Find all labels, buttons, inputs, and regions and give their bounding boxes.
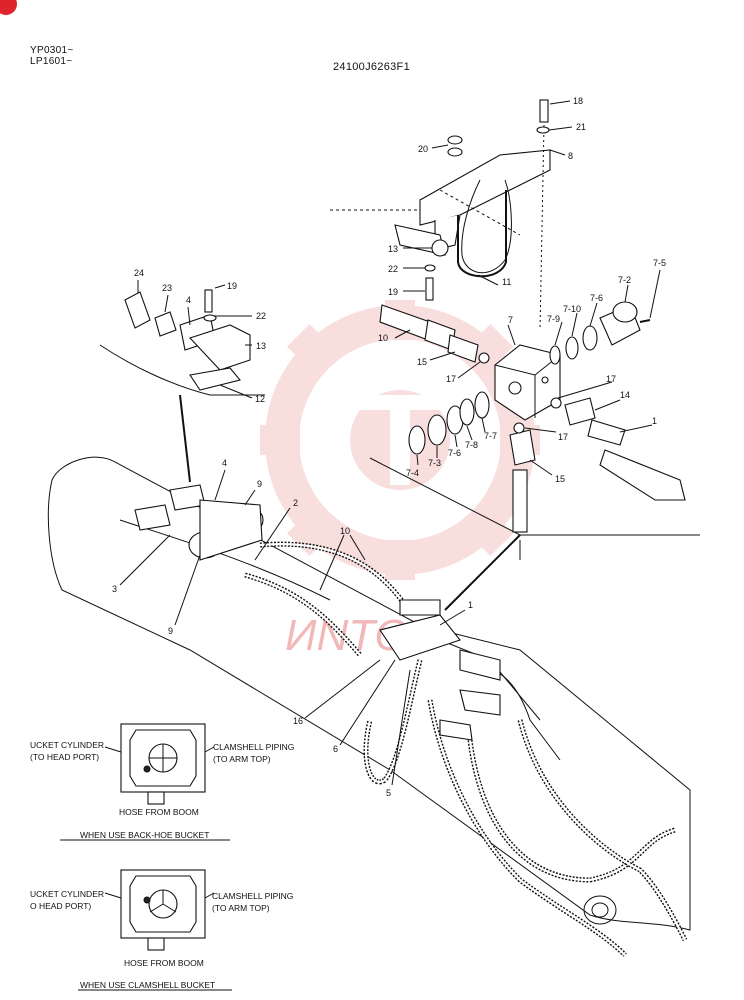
hose-lines: [244, 541, 688, 957]
callout-3: 3: [112, 584, 117, 594]
bolt-19-upper: [425, 277, 434, 301]
adapter-14: [564, 397, 596, 426]
callout-1-upper: 1: [652, 416, 657, 426]
callout-10-lower: 10: [340, 526, 350, 536]
ring-7-4: [408, 425, 426, 455]
backhoe-right-label-2: (TO ARM TOP): [213, 754, 271, 764]
corner-badge-icon: [0, 0, 17, 15]
callout-24: 24: [134, 268, 144, 278]
callout-15-lower: 15: [555, 474, 565, 484]
callout-13-left: 13: [256, 341, 266, 351]
arm-top-fittings: [134, 484, 264, 561]
clamp-13-left: [189, 324, 251, 371]
ring-7-7: [474, 391, 490, 419]
o-ring-17-right: [550, 397, 562, 409]
plate-12: [189, 367, 241, 391]
serial-range: YP0301~ LP1601~: [30, 45, 74, 67]
o-ring-17-upper: [478, 352, 490, 364]
clamshell-left-label-2: O HEAD PORT): [30, 901, 91, 911]
drawing-number: 24100J6263F1: [333, 61, 410, 73]
callout-7-2: 7-2: [618, 275, 631, 285]
callout-16: 16: [293, 716, 303, 726]
washer-21: [536, 126, 550, 134]
callout-17-upper: 17: [446, 374, 456, 384]
detail-backhoe: UCKET CYLINDER (TO HEAD PORT) CLAMSHELL …: [30, 723, 294, 841]
nut-24: [124, 291, 151, 329]
backhoe-right-label-1: CLAMSHELL PIPING: [213, 742, 294, 752]
o-ring-17-lower: [513, 422, 525, 434]
callout-12: 12: [255, 394, 265, 404]
ring-7-6-right: [582, 325, 598, 351]
clamshell-caption: WHEN USE CLAMSHELL BUCKET: [80, 980, 215, 990]
callout-22-left: 22: [256, 311, 266, 321]
clamshell-right-label-2: (TO ARM TOP): [212, 903, 270, 913]
callout-17-lower: 17: [558, 432, 568, 442]
callout-20: 20: [418, 144, 428, 154]
leader-lines: [119, 100, 661, 786]
clamshell-bottom-label: HOSE FROM BOOM: [124, 958, 204, 968]
callout-5: 5: [386, 788, 391, 798]
ring-7-9: [549, 345, 561, 365]
callout-7-10: 7-10: [563, 304, 581, 314]
callout-10-upper: 10: [378, 333, 388, 343]
callout-7-9: 7-9: [547, 314, 560, 324]
callout-17-right: 17: [606, 374, 616, 384]
watermark-gear-icon: [260, 300, 540, 580]
ring-7-3: [427, 414, 447, 446]
washer-22-left: [203, 314, 217, 322]
callout-7: 7: [508, 315, 513, 325]
callout-7-6-right: 7-6: [590, 293, 603, 303]
callout-23: 23: [162, 283, 172, 293]
callout-18: 18: [573, 96, 583, 106]
callout-15-upper: 15: [417, 357, 427, 367]
adapter-15-upper: [447, 334, 479, 363]
hose-fitting-1: [599, 449, 686, 501]
ring-7-8: [459, 398, 475, 426]
clamshell-left-label-1: UCKET CYLINDER: [30, 889, 104, 899]
backhoe-left-label-2: (TO HEAD PORT): [30, 752, 99, 762]
washer-22-upper: [424, 264, 436, 272]
panel-edge-left: [99, 344, 265, 396]
callout-7-7: 7-7: [484, 431, 497, 441]
bolt-18: [539, 99, 549, 123]
callout-9-lower: 9: [168, 626, 173, 636]
callout-9-upper: 9: [257, 479, 262, 489]
callout-14: 14: [620, 390, 630, 400]
serial-line-1: YP0301~: [30, 45, 74, 56]
callout-19-upper: 19: [388, 287, 398, 297]
backhoe-caption: WHEN USE BACK-HOE BUCKET: [80, 830, 209, 840]
callout-13-upper: 13: [388, 244, 398, 254]
nut-20b: [447, 147, 463, 157]
callout-7-3: 7-3: [428, 458, 441, 468]
callout-11: 11: [502, 277, 511, 287]
swivel-block-7: [494, 344, 561, 421]
callout-7-8: 7-8: [465, 440, 478, 450]
callout-7-4: 7-4: [406, 468, 419, 478]
callout-7-5: 7-5: [653, 258, 666, 268]
callout-2: 2: [293, 498, 298, 508]
adapter-15-lower: [509, 429, 536, 466]
callout-19-left: 19: [227, 281, 237, 291]
detail-clamshell: UCKET CYLINDER O HEAD PORT) CLAMSHELL PI…: [30, 869, 293, 991]
callout-6: 6: [333, 744, 338, 754]
bolt-19-left: [204, 289, 213, 313]
callout-4-lower: 4: [222, 458, 227, 468]
nut-20a: [447, 135, 463, 145]
callout-8: 8: [568, 151, 573, 161]
backhoe-bottom-label: HOSE FROM BOOM: [119, 807, 199, 817]
swivel-shaft: [512, 469, 528, 533]
callout-22-upper: 22: [388, 264, 398, 274]
clamshell-right-label-1: CLAMSHELL PIPING: [212, 891, 293, 901]
arm-clamps: [379, 599, 501, 741]
callout-1-lower: 1: [468, 600, 473, 610]
backhoe-left-label-1: UCKET CYLINDER: [30, 740, 104, 750]
callout-4-upper: 4: [186, 295, 191, 305]
ring-7-10: [565, 336, 579, 360]
fitting-23: [154, 311, 177, 337]
serial-line-2: LP1601~: [30, 56, 73, 67]
callout-21: 21: [576, 122, 586, 132]
callout-7-6-left: 7-6: [448, 448, 461, 458]
